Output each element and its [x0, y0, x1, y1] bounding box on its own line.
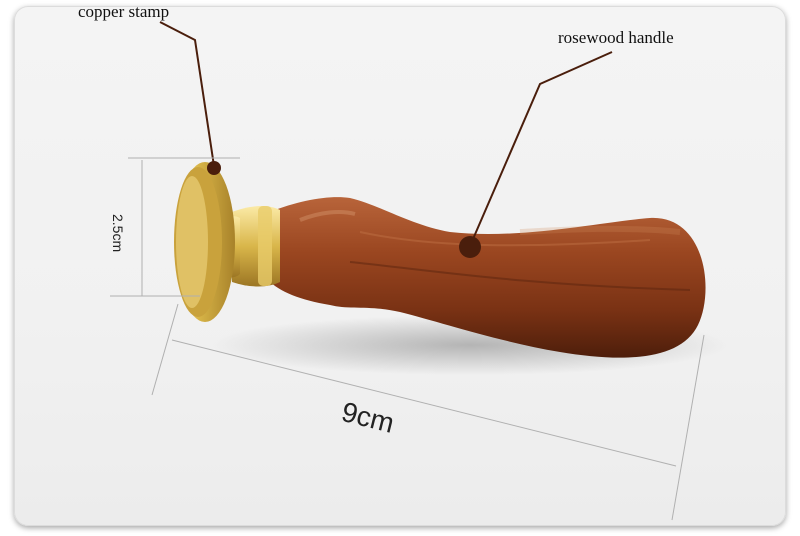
rosewood-handle-label: rosewood handle [558, 28, 674, 47]
stamp-leader-line [159, 21, 215, 167]
handle-leader-dot [459, 236, 481, 258]
stamp-leader-dot [207, 161, 221, 175]
length-guide-left [151, 303, 179, 396]
length-guide-main [171, 339, 677, 467]
handle-leader-line [469, 51, 613, 247]
diameter-dimension: 2.5cm [110, 214, 126, 253]
length-guide-right [671, 334, 705, 521]
copper-stamp-label: copper stamp [78, 2, 170, 21]
